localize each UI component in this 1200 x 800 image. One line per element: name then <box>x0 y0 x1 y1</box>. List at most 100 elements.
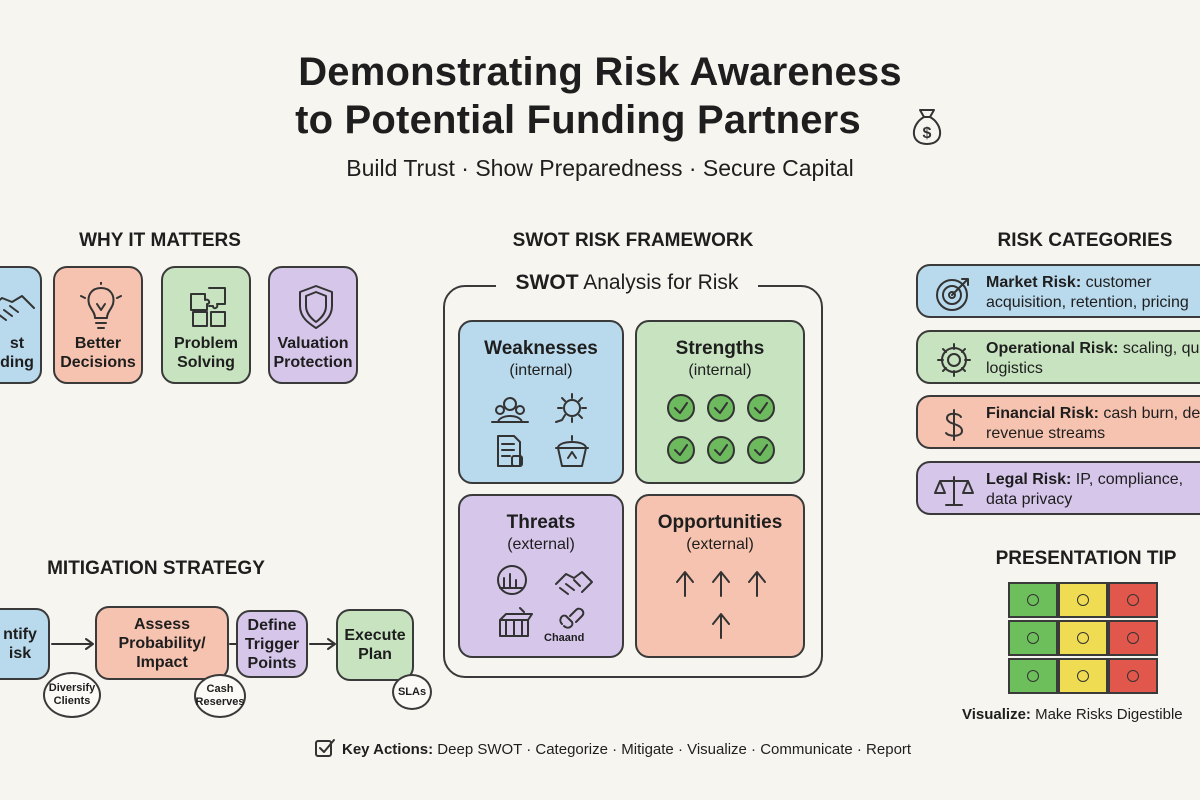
swot-weaknesses: Weaknesses (internal) <box>458 320 624 484</box>
gear-icon <box>937 343 971 377</box>
money-bag-icon: $ <box>912 109 942 145</box>
heatmap-dot <box>1077 632 1089 644</box>
footer-key-actions: Key Actions: Deep SWOT · Categorize · Mi… <box>314 738 911 758</box>
scales-icon <box>934 476 974 506</box>
svg-text:$: $ <box>923 125 932 142</box>
heatmap-cell <box>1108 658 1158 694</box>
broken-handshake-icon <box>555 571 593 595</box>
quadrant-sub: (internal) <box>509 362 573 379</box>
flow-arrow <box>51 638 94 650</box>
title-line-2: to Potential Funding Partners <box>0 98 1178 143</box>
check-icon <box>707 436 735 464</box>
quadrant-title: Opportunities <box>657 512 783 533</box>
subtitle: Build Trust · Show Preparedness · Secure… <box>346 155 854 181</box>
heatmap-dot <box>1027 594 1039 606</box>
risk-card-text: Legal Risk: IP, compliance, data privacy <box>986 471 1184 508</box>
mitigation-heading: MITIGATION STRATEGY <box>47 558 265 579</box>
risk-card-operational: Operational Risk: scaling, qu logistics <box>916 330 1200 384</box>
flow-arrows <box>51 638 336 650</box>
document-icon <box>497 435 523 467</box>
lightbulb-icon <box>80 282 122 329</box>
swot-threats: Threats (external) Chaand <box>458 494 624 658</box>
threat-icons <box>497 565 593 637</box>
risk-card-text: Operational Risk: scaling, qu logistics <box>986 340 1200 377</box>
risk-card-text: Financial Risk: cash burn, de revenue st… <box>986 405 1200 442</box>
risk-card-financial: Financial Risk: cash burn, de revenue st… <box>916 395 1200 449</box>
heatmap-cell <box>1008 620 1058 656</box>
heatmap-dot <box>1127 670 1139 682</box>
check-icon <box>747 394 775 422</box>
why-card-label: st ding <box>0 335 34 371</box>
handshake-icon <box>0 295 35 321</box>
swot-panel-title: SWOT Analysis for Risk <box>496 271 758 295</box>
heatmap-cell <box>1108 582 1158 618</box>
heatmap-cell <box>1058 582 1108 618</box>
check-icons <box>667 394 775 464</box>
crate-icon <box>499 607 533 637</box>
opportunity-icons <box>676 571 766 639</box>
heatmap-cell <box>1008 582 1058 618</box>
quadrant-title: Threats <box>506 512 576 533</box>
why-card-building-trust: st ding <box>0 266 42 384</box>
quadrant-sub: (internal) <box>688 362 752 379</box>
risk-card-market: Market Risk: customer acquisition, reten… <box>916 264 1200 318</box>
weakness-icons <box>491 393 589 467</box>
broken-pot-icon <box>555 435 589 467</box>
title-line-2-text: to Potential Funding Partners <box>295 98 861 142</box>
heatmap-cell <box>1008 658 1058 694</box>
check-icon <box>747 436 775 464</box>
heatmap-dot <box>1127 632 1139 644</box>
shield-icon <box>299 285 333 329</box>
tip-caption: Visualize: Make Risks Digestible <box>962 706 1183 723</box>
puzzle-icon <box>190 287 226 327</box>
quadrant-title: Weaknesses <box>484 338 598 359</box>
check-icon <box>707 394 735 422</box>
team-icon <box>491 397 529 423</box>
check-icon <box>667 436 695 464</box>
swot-heading: SWOT RISK FRAMEWORK <box>512 230 754 251</box>
heatmap-dot <box>1027 632 1039 644</box>
up-arrow-icon <box>712 613 730 639</box>
risk-card-legal: Legal Risk: IP, compliance, data privacy <box>916 461 1200 515</box>
broken-gear-icon <box>555 393 587 423</box>
target-icon <box>936 278 969 311</box>
threat-icon-label: Chaand <box>544 632 585 644</box>
why-heading: WHY IT MATTERS <box>79 230 241 251</box>
check-icon <box>667 394 695 422</box>
checkbox-icon <box>315 739 335 757</box>
risk-categories-heading: RISK CATEGORIES <box>997 230 1173 251</box>
quadrant-sub: (external) <box>507 536 575 553</box>
presentation-tip-heading: PRESENTATION TIP <box>995 548 1177 569</box>
heatmap-cell <box>1108 620 1158 656</box>
heatmap-cell <box>1058 620 1108 656</box>
chain-icon <box>559 607 585 629</box>
badge-slas: SLAs <box>392 674 432 710</box>
risk-card-text: Market Risk: customer acquisition, reten… <box>986 274 1189 311</box>
up-arrow-icon <box>676 571 694 597</box>
heatmap-dot <box>1077 670 1089 682</box>
dollar-icon <box>945 409 963 441</box>
swot-strengths: Strengths (internal) <box>635 320 805 484</box>
heatmap-cell <box>1058 658 1108 694</box>
market-chart-icon <box>497 565 527 595</box>
quadrant-title: Strengths <box>675 338 765 359</box>
heatmap-dot <box>1077 594 1089 606</box>
swot-opportunities: Opportunities (external) <box>635 494 805 658</box>
heatmap-dot <box>1127 594 1139 606</box>
quadrant-sub: (external) <box>686 536 754 553</box>
flow-arrow <box>309 638 336 650</box>
heatmap-dot <box>1027 670 1039 682</box>
up-arrow-icon <box>748 571 766 597</box>
